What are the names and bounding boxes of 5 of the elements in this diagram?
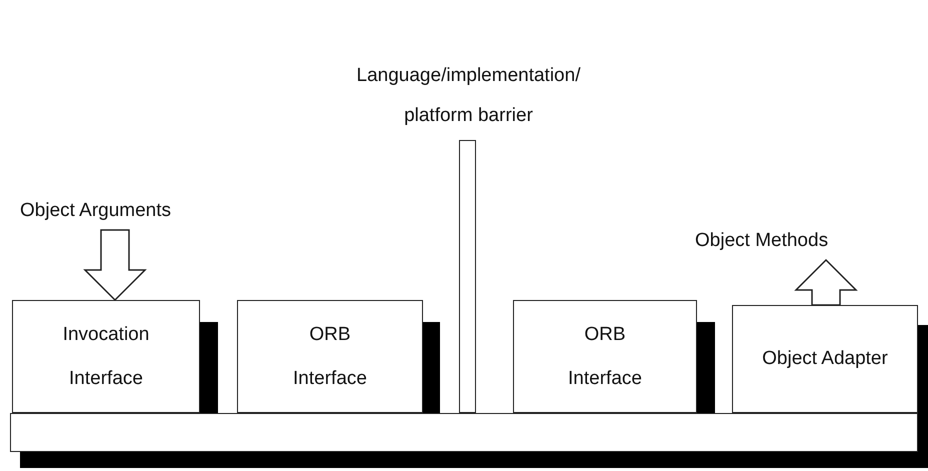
arrow-label: Object Arguments [20, 200, 220, 226]
barrier-label: Language/implementation/ platform barrier [356, 64, 582, 128]
arrow-label: Object Methods [695, 230, 875, 256]
block-arrow [83, 229, 147, 302]
block-arrow [794, 258, 858, 306]
